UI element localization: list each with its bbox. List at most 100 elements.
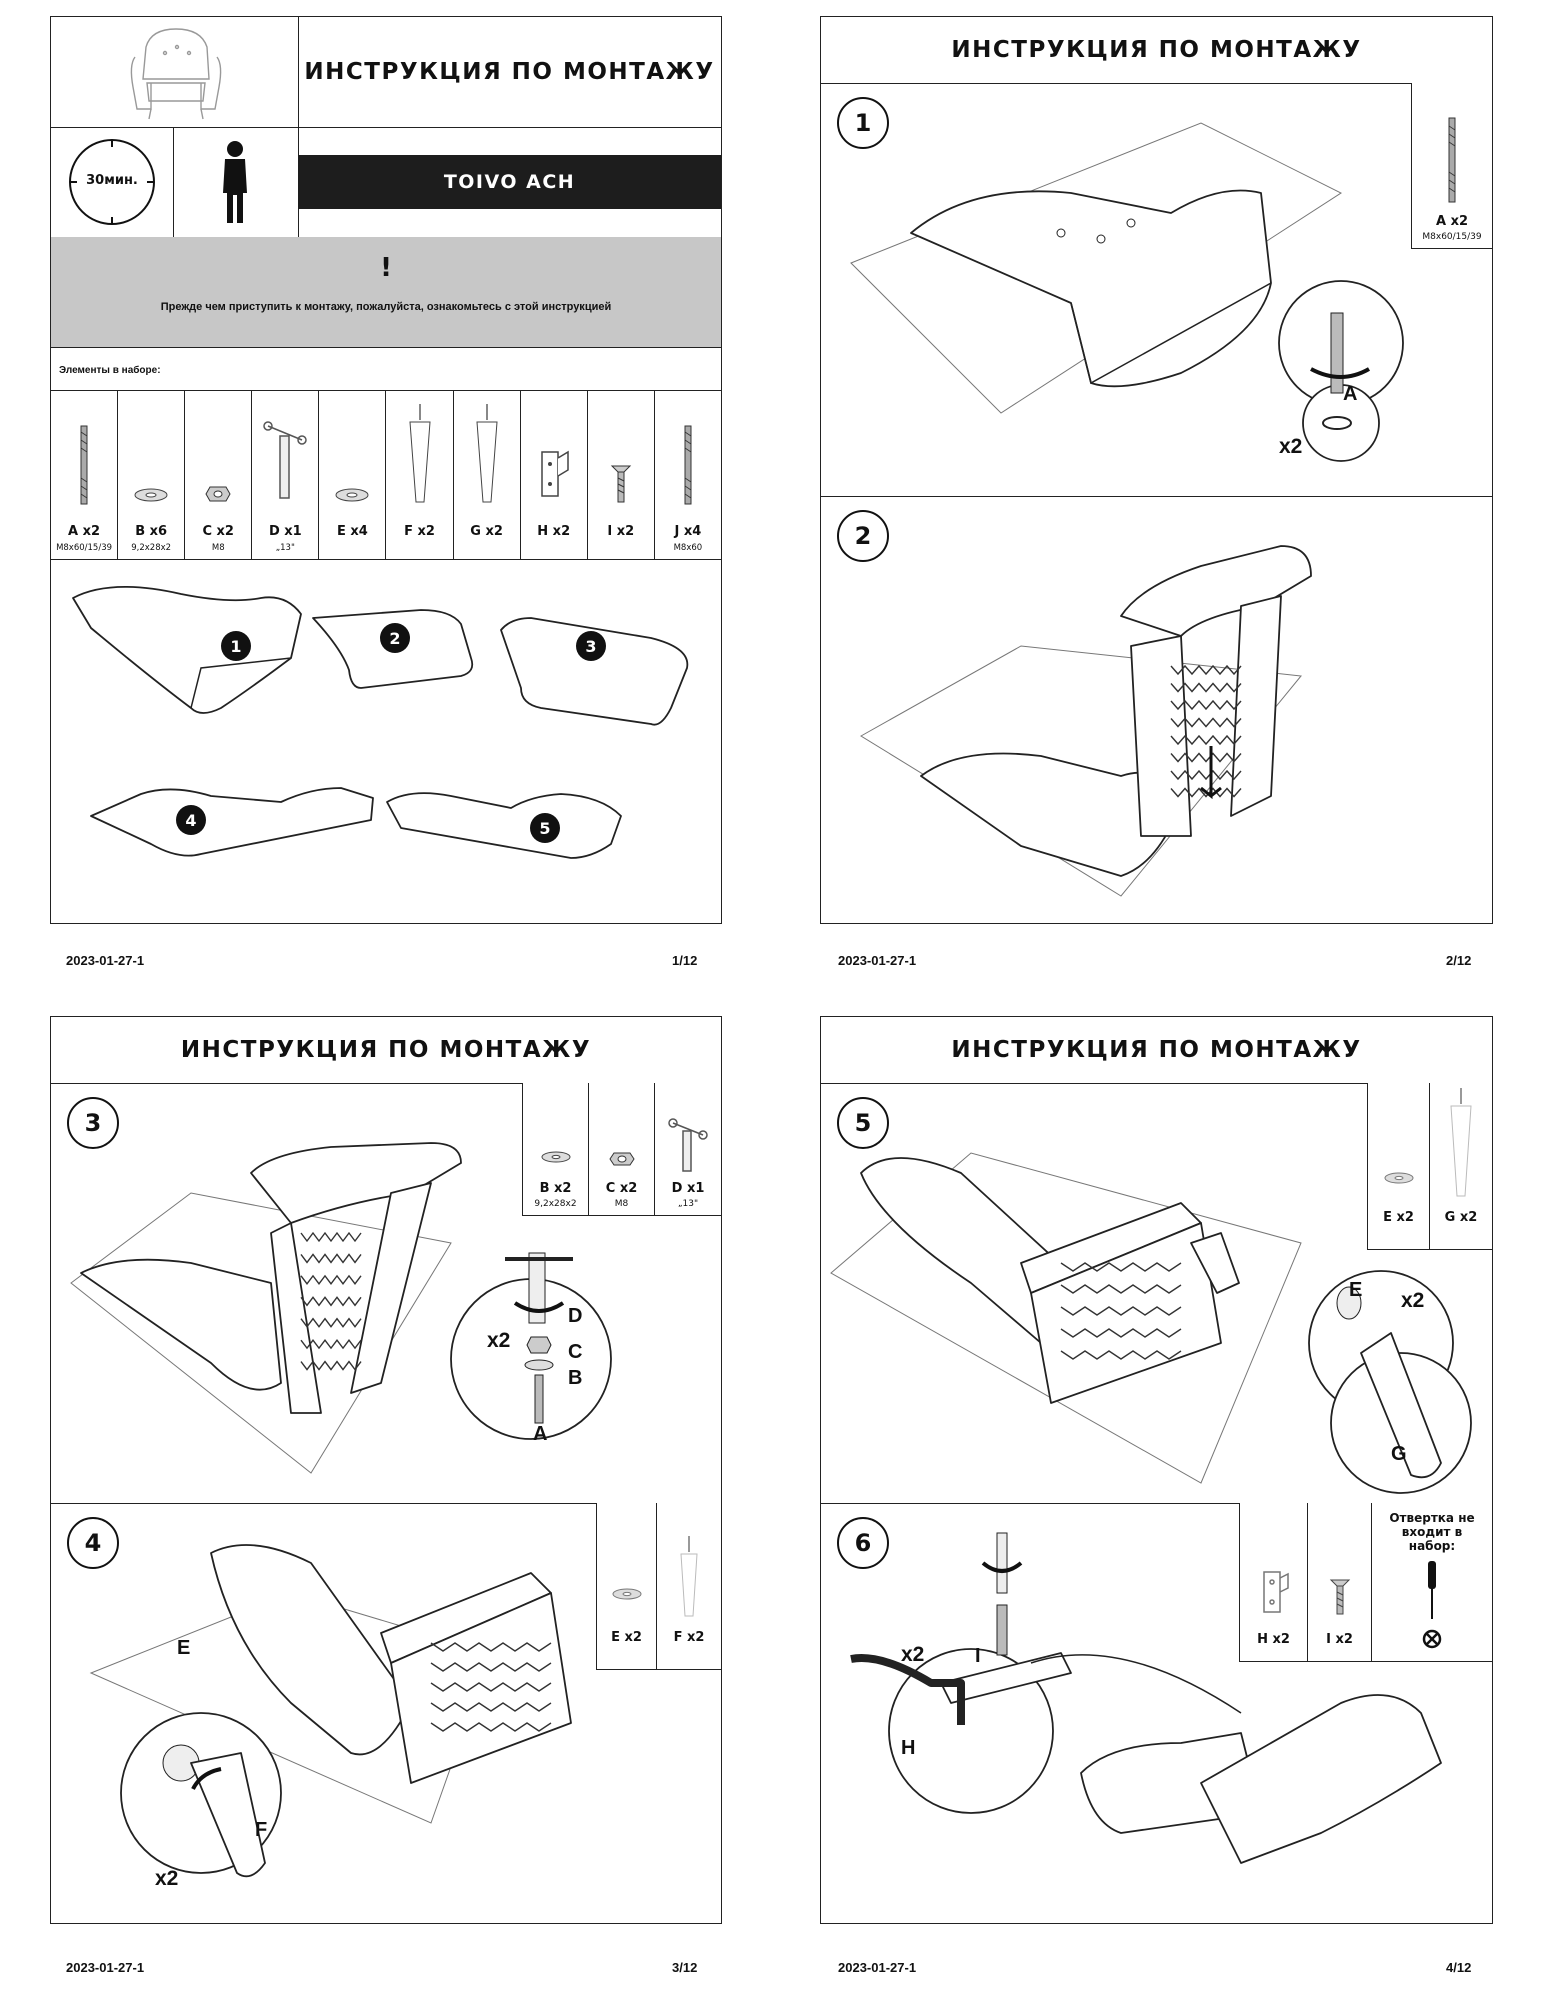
spring <box>1170 734 1242 746</box>
bolt-icon <box>678 424 698 510</box>
screw-icon <box>1329 1579 1350 1615</box>
kit-item: B x6 9,2x28x2 <box>118 391 186 559</box>
product-name: TOIVO ACH <box>443 171 576 193</box>
kit-item-spec <box>485 543 488 553</box>
armrest-part <box>386 792 622 859</box>
leader-line <box>1030 1654 1242 1714</box>
step-number: 1 <box>837 97 889 149</box>
washer <box>524 1359 554 1371</box>
button-tuft <box>1056 228 1066 238</box>
part-number: 1 <box>230 637 241 656</box>
backrest-frame <box>350 1182 432 1394</box>
part-number-badge <box>221 631 251 661</box>
callout-qty: x2 <box>1401 1289 1425 1312</box>
step-number: 5 <box>837 1097 889 1149</box>
step-2-panel: 2 <box>821 496 1492 923</box>
nut-icon <box>200 482 236 510</box>
down-arrow <box>1200 746 1222 800</box>
rotate-arrow <box>191 1767 222 1790</box>
kit-item: E x4 <box>319 391 387 559</box>
parts-box: E x2 F x2 <box>596 1503 721 1670</box>
part-label: E x2 <box>611 1630 642 1645</box>
parts-box: H x2 I x2 Отвертка не входит в набор: <box>1239 1503 1492 1662</box>
spring <box>1170 717 1242 728</box>
callout-label: D <box>568 1305 583 1327</box>
part-cell: C x2 M8 <box>589 1083 655 1215</box>
socket-wrench <box>528 1252 546 1324</box>
page-title: ИНСТРУКЦИЯ ПО МОНТАЖУ <box>51 1017 721 1084</box>
part-label: D x1 <box>671 1181 705 1196</box>
washer-icon <box>1384 1172 1413 1184</box>
spring <box>300 1231 362 1243</box>
step-number: 3 <box>67 1097 119 1149</box>
kit-item-label: B x6 <box>135 524 168 539</box>
backrest-top <box>250 1142 462 1224</box>
part-label: A x2 <box>1435 214 1469 229</box>
seat-part <box>910 189 1272 388</box>
kit-item: G x2 <box>454 391 521 559</box>
step-number: 6 <box>837 1517 889 1569</box>
part-cell: D x1 „13" <box>655 1083 721 1215</box>
nut <box>526 1336 552 1354</box>
leg <box>1360 1332 1442 1479</box>
person-icon <box>173 127 299 237</box>
footer-code: 2023-01-27-1 <box>838 953 917 968</box>
seat-part <box>1070 282 1272 385</box>
washer-icon <box>129 484 173 510</box>
part-spec: 9,2x28x2 <box>534 1199 577 1209</box>
frame-part <box>500 617 689 726</box>
spring <box>1170 787 1242 798</box>
seat-side <box>210 1544 412 1756</box>
spring <box>300 1274 362 1286</box>
bolt-icon <box>1448 117 1456 203</box>
callout-label: B <box>568 1367 583 1389</box>
floor-outline <box>70 1192 452 1474</box>
callout-label: F <box>255 1819 268 1841</box>
kit-item-label: D x1 <box>268 524 302 539</box>
nut-icon <box>608 1152 635 1166</box>
part-cell: E x2 <box>1368 1083 1430 1249</box>
callout-label: C <box>568 1341 583 1363</box>
part-label: I x2 <box>1326 1632 1353 1647</box>
screw <box>996 1604 1008 1656</box>
part-number-badge <box>576 631 606 661</box>
part-spec: M8 <box>614 1199 629 1209</box>
rotate-arrow <box>513 1301 565 1313</box>
step-5-panel: 5 E x2 G x2 E G x2 <box>821 1083 1492 1504</box>
callout-qty: x2 <box>155 1867 179 1890</box>
bolt <box>1330 312 1344 394</box>
time-cell: 30мин. <box>51 127 174 237</box>
part-number: 3 <box>585 637 596 656</box>
callout-label: G <box>1391 1443 1407 1465</box>
spring <box>430 1662 552 1672</box>
bracket-plate <box>940 1652 1072 1704</box>
rotate-arrow <box>1310 367 1370 379</box>
part-cell: H x2 <box>1240 1503 1308 1661</box>
part-number-badge <box>530 813 560 843</box>
page-2: ИНСТРУКЦИЯ ПО МОНТАЖУ 1 A x2 M8x60/15/39… <box>820 16 1493 924</box>
spring <box>1060 1306 1182 1316</box>
kit-item-spec <box>418 543 421 553</box>
backrest-frame <box>1230 595 1282 817</box>
kit-item-spec: 9,2x28x2 <box>131 543 172 553</box>
spring <box>300 1317 362 1328</box>
step-number: 4 <box>67 1517 119 1569</box>
part-number: 4 <box>185 811 196 830</box>
parts-box: E x2 G x2 <box>1367 1083 1492 1250</box>
leg-icon <box>400 402 440 510</box>
part-label: B x2 <box>539 1181 572 1196</box>
time-label: 30мин. <box>86 173 138 188</box>
kit-item-spec <box>552 543 555 553</box>
spring <box>430 1702 552 1712</box>
parts-box: B x2 9,2x28x2 C x2 M8 D x1 „13" <box>522 1083 721 1216</box>
callout-qty: x2 <box>487 1329 511 1352</box>
callout-label: A <box>1343 383 1358 405</box>
spring <box>1060 1350 1182 1360</box>
leg-icon <box>680 1536 698 1617</box>
part-number: 5 <box>539 819 550 838</box>
spring <box>300 1360 362 1371</box>
bracket-icon <box>532 442 576 510</box>
